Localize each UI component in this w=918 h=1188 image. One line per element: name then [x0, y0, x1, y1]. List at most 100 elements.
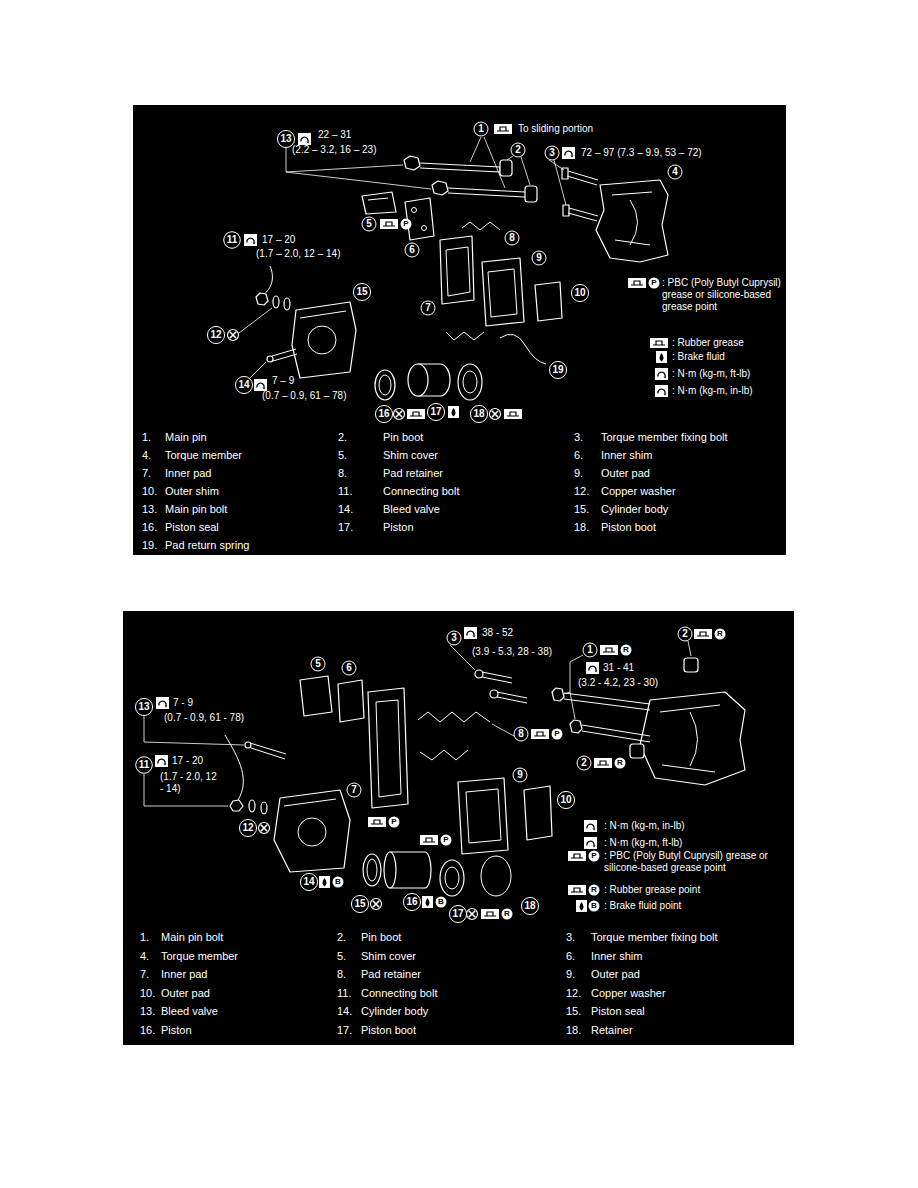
callout-circle [353, 283, 370, 300]
callout-circle [311, 657, 325, 671]
part-name: Shim cover [361, 949, 416, 963]
part-number: 3. [574, 430, 583, 444]
icon-letter: P [651, 278, 656, 288]
part-number: 9. [566, 967, 575, 981]
callout-circle [549, 361, 566, 378]
part-number: 6. [566, 949, 575, 963]
callout-circle [342, 661, 356, 675]
part-name: Piston seal [165, 520, 219, 534]
part-number: 12. [574, 484, 589, 498]
part-name: Torque member fixing bolt [591, 930, 718, 944]
spec-text: (3.9 - 5.3, 28 - 38) [472, 645, 552, 659]
legend-text: : N·m (kg-m, ft-lb) [604, 836, 682, 850]
part-number: 7. [140, 967, 149, 981]
part-number: 11. [337, 986, 351, 1000]
icon-letter: R [617, 758, 623, 768]
legend-text: : PBC (Poly Butyl Cuprysil) grease or si… [604, 850, 786, 874]
part-name: Outer shim [165, 484, 219, 498]
callout-number: 11 [227, 233, 238, 247]
part-number: 8. [338, 466, 347, 480]
part-name: Pin boot [361, 930, 401, 944]
panel-ground [123, 611, 794, 1045]
part-number: 4. [140, 949, 149, 963]
legend-text: : Brake fluid [672, 350, 725, 364]
legend-text: : Rubber grease [672, 336, 744, 350]
part-number: 10. [140, 986, 155, 1000]
callout-circle [668, 165, 682, 179]
callout-number: 9 [517, 768, 523, 782]
part-name: Copper washer [601, 484, 676, 498]
callout-number: 10 [574, 286, 585, 300]
callout-circle [470, 405, 487, 422]
callout-circle [678, 627, 692, 641]
spec-text: 31 - 41 [603, 661, 634, 675]
callout-circle [239, 819, 256, 836]
callout-number: 5 [366, 217, 372, 231]
callout-number: 13 [280, 132, 291, 146]
callout-circle [403, 893, 420, 910]
part-name: Copper washer [591, 986, 666, 1000]
icon-circle [589, 851, 600, 862]
part-name: Torque member fixing bolt [601, 430, 728, 444]
callout-number: 1 [478, 122, 484, 136]
callout-number: 1 [587, 643, 593, 657]
callout-circle [135, 698, 152, 715]
part-name: Torque member [161, 949, 238, 963]
part-number: 15. [566, 1004, 581, 1018]
part-number: 8. [337, 967, 346, 981]
callout-number: 7 [425, 301, 431, 315]
icon-circle [715, 629, 726, 640]
callout-circle [405, 243, 419, 257]
spec-text: To sliding portion [518, 122, 593, 136]
icon-letter: P [443, 835, 448, 845]
callout-number: 2 [682, 627, 688, 641]
part-name: Main pin bolt [165, 502, 227, 516]
part-number: 2. [337, 930, 346, 944]
spec-text: (0.7 - 0.9, 61 - 78) [164, 711, 244, 725]
part-number: 13. [140, 1004, 155, 1018]
part-number: 14. [337, 1004, 352, 1018]
part-number: 16. [142, 520, 157, 534]
callout-number: 2 [515, 143, 521, 157]
callout-circle [532, 251, 546, 265]
callout-number: 15 [354, 897, 365, 911]
part-number: 3. [566, 930, 575, 944]
part-name: Inner pad [165, 466, 211, 480]
part-number: 15. [574, 502, 589, 516]
spec-text: (1.7 – 2.0, 12 – 14) [256, 247, 341, 261]
callout-circle [277, 130, 294, 147]
icon-letter: P [554, 729, 559, 739]
part-number: 9. [574, 466, 583, 480]
part-name: Pad return spring [165, 538, 249, 552]
part-name: Outer pad [161, 986, 210, 1000]
part-name: Piston [383, 520, 414, 534]
legend-text: : N·m (kg-m, ft-lb) [672, 367, 750, 381]
part-name: Piston boot [361, 1023, 416, 1037]
part-number: 6. [574, 448, 583, 462]
callout-circle [300, 873, 317, 890]
callout-number: 18 [473, 407, 484, 421]
icon-circle [502, 909, 513, 920]
callout-number: 12 [210, 328, 221, 342]
part-number: 11. [338, 484, 352, 498]
part-name: Torque member [165, 448, 242, 462]
callout-number: 14 [238, 378, 249, 392]
callout-number: 6 [409, 243, 415, 257]
rear-caliper-drawing [144, 627, 745, 920]
spec-text: (2.2 – 3.2, 16 – 23) [292, 143, 377, 157]
part-name: Pad retainer [383, 466, 443, 480]
callout-circle [583, 643, 597, 657]
part-name: Piston boot [601, 520, 656, 534]
icon-letter: R [623, 645, 629, 655]
part-number: 17. [337, 1023, 352, 1037]
callout-circle [514, 727, 528, 741]
spec-text: 22 – 31 [318, 128, 351, 142]
part-number: 1. [142, 430, 151, 444]
icon-letter: B [438, 897, 444, 907]
part-number: 13. [142, 502, 157, 516]
part-name: Pin boot [383, 430, 423, 444]
spec-text: 7 – 9 [272, 374, 294, 388]
spec-text: 17 – 20 [262, 233, 295, 247]
icon-circle [441, 835, 452, 846]
